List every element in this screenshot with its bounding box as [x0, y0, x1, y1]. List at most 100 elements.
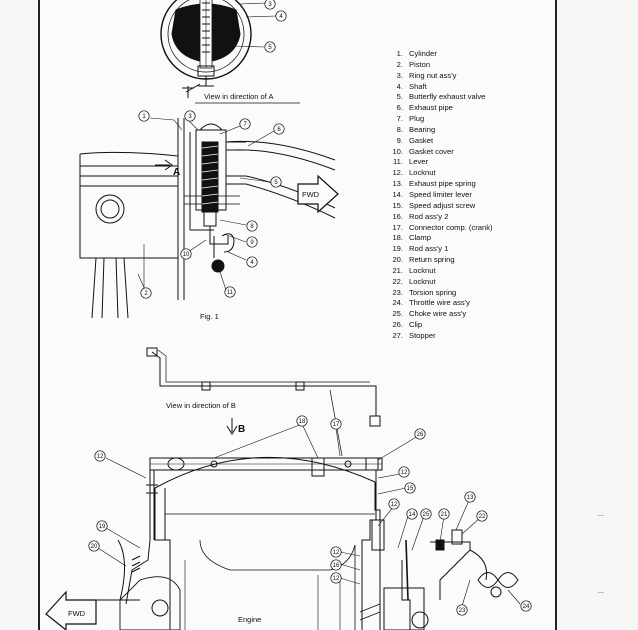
callout-number: 19 [99, 524, 106, 530]
callout-number: 26 [417, 432, 424, 438]
callout-circle [296, 415, 308, 427]
view-a-label: View in direction of A [204, 92, 274, 101]
legend-number: 21. [392, 265, 403, 275]
callout-number: 7 [243, 122, 247, 128]
legend-item: 2.Piston [388, 60, 493, 71]
callout-number: 9 [250, 240, 254, 246]
callout-circle [398, 466, 410, 478]
view-a-detail [160, 0, 300, 104]
legend-number: 9. [396, 135, 403, 145]
legend-item: 23. Torsion spring [388, 288, 493, 299]
callout-circle [464, 491, 476, 503]
callout-number: 2 [144, 291, 148, 297]
margin-mark [598, 592, 604, 593]
legend-number: 15. [392, 200, 403, 210]
legend-number: 16. [392, 211, 403, 221]
legend-number: 4. [396, 81, 403, 91]
legend-item: 26.Clip [388, 320, 493, 331]
callout-circle [94, 450, 106, 462]
callout-circle [406, 508, 418, 520]
callout-circle [404, 482, 416, 494]
legend-number: 13. [392, 179, 403, 189]
callout-number: 5 [274, 180, 278, 186]
legend-label: Stopper [409, 330, 436, 340]
callout-number: 4 [279, 14, 283, 20]
direction-a-arrow [155, 159, 173, 171]
callout-circle [180, 248, 192, 260]
legend-item: 8.Bearing [388, 125, 493, 136]
legend-label: Locknut [409, 168, 436, 178]
legend-item: 24.Throttle wire ass'y [388, 298, 493, 309]
fwd-arrow [45, 590, 97, 630]
callout-circle [330, 559, 342, 571]
callout-number: 23 [459, 608, 466, 614]
legend-label: Locknut [409, 276, 436, 286]
callout-circle [330, 418, 342, 430]
legend-number: 25. [392, 309, 403, 319]
callout-circle [414, 428, 426, 440]
legend-number: 20. [392, 255, 403, 265]
callout-number: 21 [441, 512, 448, 518]
legend-item: 3. Ring nut ass'y [388, 71, 493, 82]
callout-number: 18 [299, 419, 306, 425]
figure-caption: Fig. 1 [200, 312, 219, 321]
callout-circle [456, 604, 468, 616]
legend-number: 23. [392, 287, 403, 297]
callout-circle [520, 600, 532, 612]
callout-number: 11 [227, 290, 234, 296]
callout-circle [246, 236, 258, 248]
callout-number: 12 [333, 576, 340, 582]
callout-circle [420, 508, 432, 520]
callout-circle [140, 287, 152, 299]
legend-label: Clamp [409, 233, 431, 243]
callout-number: 12 [333, 550, 340, 556]
legend-item: 10.Gasket cover [388, 147, 493, 158]
legend-number: 6. [396, 103, 403, 113]
legend-number: 3. [396, 70, 403, 80]
legend-label: Shaft [409, 81, 427, 91]
legend-item: 18.Clamp [388, 233, 493, 244]
legend-item: 9.Gasket [388, 136, 493, 147]
legend-item: 21.Locknut [388, 266, 493, 277]
callout-number: 24 [523, 604, 530, 610]
legend-label: Torsion spring [409, 287, 457, 297]
legend-label: Choke wire ass'y [409, 309, 467, 319]
legend-item: 5.Butterfly exhaust valve [388, 92, 493, 103]
callout-circle [438, 508, 450, 520]
callout-circle [246, 220, 258, 232]
view-b-label: View in direction of B [166, 401, 236, 410]
callout-number: 25 [423, 512, 430, 518]
callout-circle [184, 110, 196, 122]
legend-label: Rod ass'y 2 [409, 211, 449, 221]
legend-item: 13. Exhaust pipe spring [388, 179, 493, 190]
callout-circle [275, 10, 287, 22]
callout-circle [330, 572, 342, 584]
fig2-assembly [96, 347, 521, 630]
legend-item: 12.Locknut [388, 168, 493, 179]
callout-number: 12 [391, 502, 398, 508]
callout-circle [264, 41, 276, 53]
legend-item: 27.Stopper [388, 331, 493, 342]
legend-label: Exhaust pipe spring [409, 179, 476, 189]
callout-number: 5 [268, 45, 272, 51]
legend-item: 14.Speed limiter lever [388, 190, 493, 201]
legend-number: 5. [396, 92, 403, 102]
legend-item: 19.Rod ass'y 1 [388, 244, 493, 255]
legend-item: 7.Plug [388, 114, 493, 125]
callout-number: 22 [479, 514, 486, 520]
callout-circle [330, 546, 342, 558]
callout-circle [224, 286, 236, 298]
legend-label: Piston [409, 59, 431, 69]
legend-item: 1.Cylinder [388, 49, 493, 60]
legend-item: 16. Rod ass'y 2 [388, 212, 493, 223]
fig1-section [79, 117, 336, 319]
callout-circle [88, 540, 100, 552]
engine-label: Engine [238, 615, 261, 624]
legend-label: Ring nut ass'y [409, 70, 457, 80]
legend-item: 22.Locknut [388, 277, 493, 288]
fwd-label: FWD [68, 609, 86, 618]
callout-number: 16 [333, 563, 340, 569]
